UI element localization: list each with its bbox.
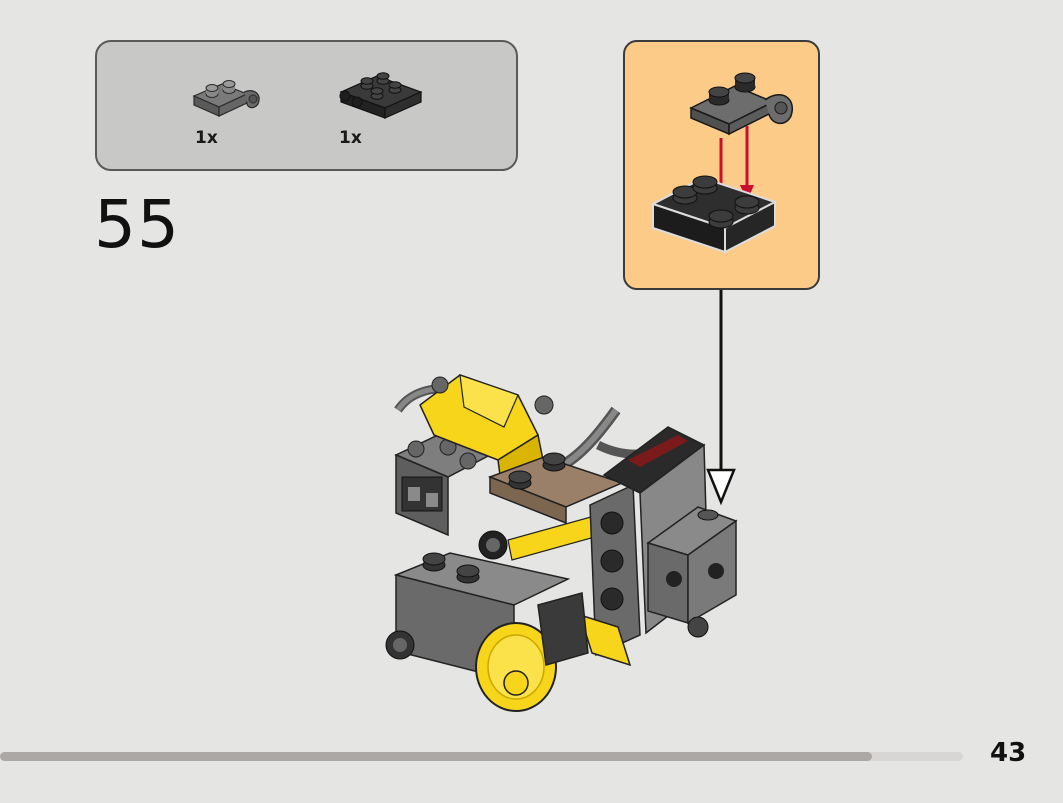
model-illustration [378, 365, 748, 719]
parts-list-panel: 1x 1x [95, 40, 518, 171]
dark-gray-plate-with-clip-icon [192, 74, 272, 124]
black-plate-2x2-with-clips-icon [337, 66, 427, 122]
part-quantity: 1x [339, 128, 362, 148]
subassembly-callout [623, 40, 820, 290]
page-number: 43 [990, 738, 1027, 768]
progress-fill [0, 752, 873, 761]
step-number: 55 [94, 186, 180, 263]
progress-bar [0, 752, 963, 761]
subassembly-illustration [650, 72, 794, 254]
part-quantity: 1x [195, 128, 218, 148]
